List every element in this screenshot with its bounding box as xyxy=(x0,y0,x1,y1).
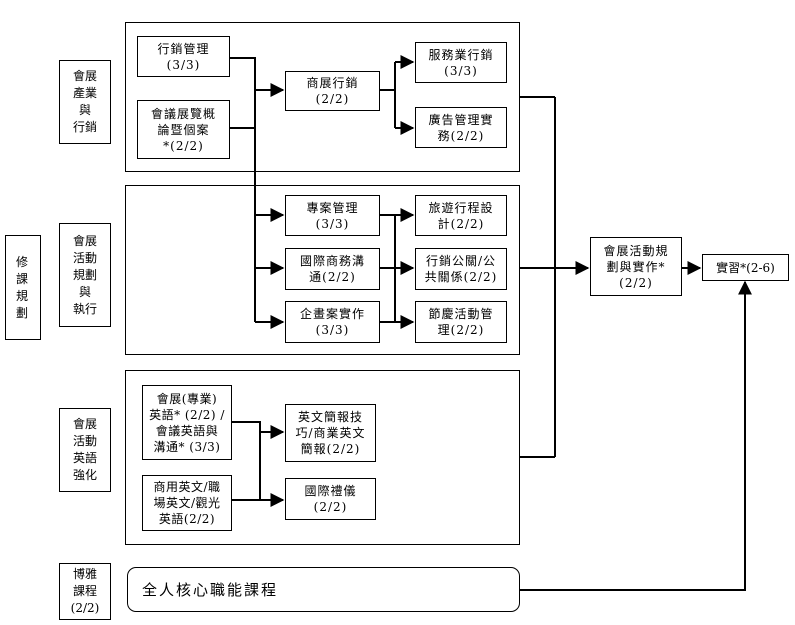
course-public-relations: 行銷公關/公 共關係(2/2) xyxy=(415,248,507,290)
course-exhibition-marketing: 商展行銷 (2/2) xyxy=(285,71,380,111)
course-intl-etiquette: 國際禮儀 (2/2) xyxy=(285,478,376,520)
course-mice-introduction: 會議展覽概 論暨個案 *(2/2) xyxy=(137,100,230,159)
course-mice-english: 會展(專業) 英語* (2/2) / 會議英語與 溝通* (3/3) xyxy=(142,385,232,460)
group-frame-industry xyxy=(125,22,520,172)
course-intl-business-communication: 國際商務溝 通(2/2) xyxy=(285,248,380,290)
label-activity-planning: 會展 活動 規劃 與 執行 xyxy=(59,223,111,327)
label-industry-marketing: 會展 產業 與 行銷 xyxy=(59,60,111,144)
group-frame-planning xyxy=(125,185,520,355)
course-project-management: 專案管理 (3/3) xyxy=(285,195,380,236)
course-marketing-management: 行銷管理 (3/3) xyxy=(137,36,230,77)
course-english-presentation: 英文簡報技 巧/商業英文 簡報(2/2) xyxy=(285,404,376,462)
label-activity-english: 會展 活動 英語 強化 xyxy=(59,408,111,492)
line-intro-to-bus xyxy=(230,90,256,129)
group-frame-english xyxy=(125,370,520,545)
course-advertising: 廣告管理實 務(2/2) xyxy=(415,107,507,148)
arrow-core-to-internship xyxy=(520,280,752,591)
course-service-marketing: 服務業行銷 (3/3) xyxy=(415,42,507,83)
core-competency-courses: 全人核心職能課程 xyxy=(127,567,520,612)
line-marketing-to-bus xyxy=(230,57,256,90)
course-proposal-practice: 企畫案實作 (3/3) xyxy=(285,301,380,343)
label-course-planning: 修 課 規 劃 xyxy=(5,235,41,340)
course-internship: 實習*(2-6) xyxy=(702,254,789,281)
line-mice-english-out xyxy=(232,421,261,500)
course-business-english: 商用英文/職 場英文/觀光 英語(2/2) xyxy=(142,475,232,531)
course-festival-management: 節慶活動管 理(2/2) xyxy=(415,301,507,343)
course-event-planning-practice: 會展活動規 劃與實作* (2/2) xyxy=(590,237,682,296)
label-liberal-arts: 博雅 課程 (2/2) xyxy=(59,563,111,620)
course-itinerary-design: 旅遊行程設 計(2/2) xyxy=(415,195,507,236)
